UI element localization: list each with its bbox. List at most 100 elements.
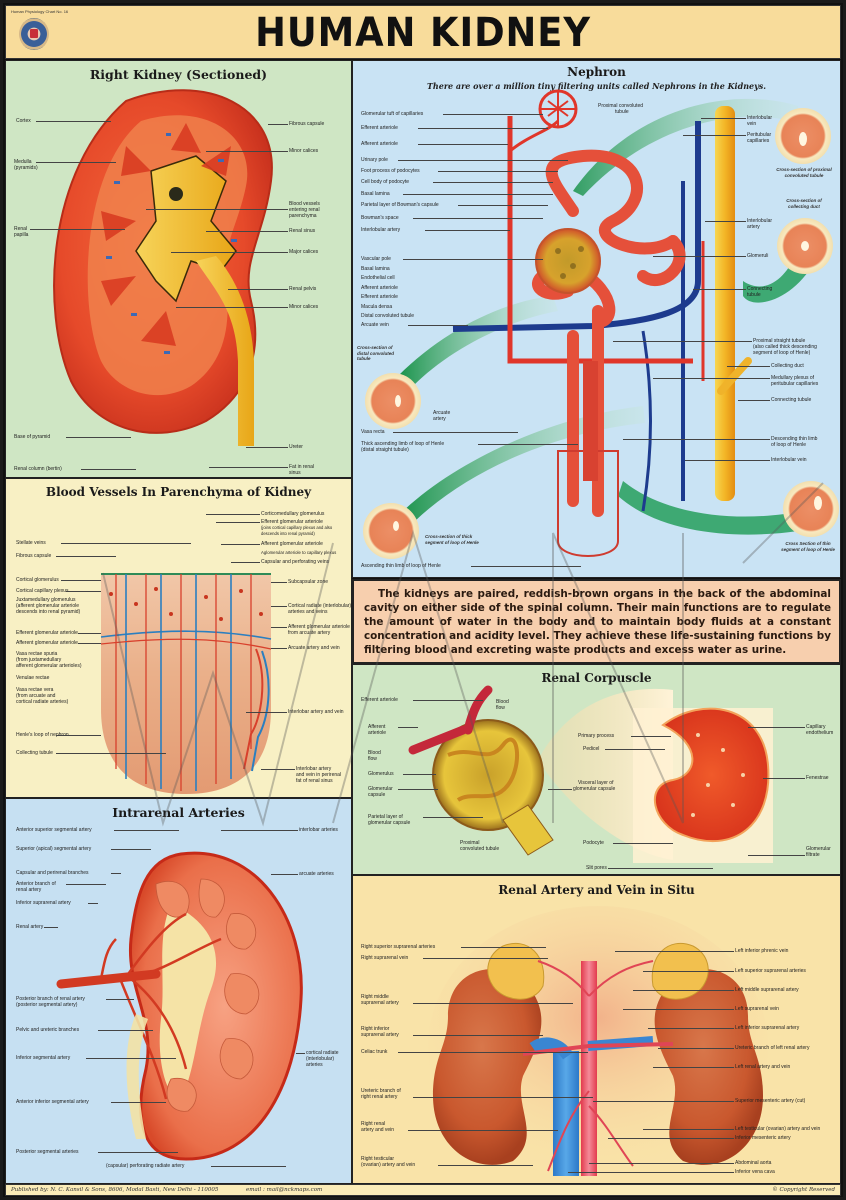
label-anterior-branch: Anterior branch of — [16, 881, 56, 887]
label-collecting-tubule: Collecting tubule — [16, 750, 53, 756]
leader-line — [748, 855, 805, 856]
panel-title: Renal Artery and Vein in Situ — [498, 883, 695, 897]
label-anterior-inferior-segmental: Anterior inferior segmental artery — [16, 1099, 89, 1105]
leader-line — [701, 118, 746, 119]
label-efferent-3: descends into renal pyramid) — [261, 531, 315, 536]
leader-line — [206, 231, 288, 232]
leader-line — [643, 1129, 734, 1130]
label-medulla: Medulla — [14, 159, 32, 165]
label-vasa-rectae-vera: Vasa rectae vera — [16, 687, 54, 693]
label-thick-ascending-limb: Thick ascending limb of loop of Henle — [361, 441, 445, 447]
leader-line — [623, 439, 770, 440]
label-aglomerular-arteriole: Aglomerular arteriole to capillary plexu… — [261, 550, 337, 555]
label-slit-pores: Slit pores — [586, 865, 607, 871]
label-afferent-from-arcuate-2: from arcuate artery — [288, 630, 331, 636]
label-collecting-duct: Collecting duct — [771, 363, 804, 369]
label-interlobar-artery-3: fat of renal sinus — [296, 778, 333, 784]
label-inferior-mesenteric-artery: Inferior mesenteric artery — [735, 1135, 791, 1141]
label-posterior-segmental: Posterior segmental arteries — [16, 1149, 79, 1155]
label-cortex: Cortex — [16, 118, 31, 124]
label-efferent-2: (joins cortical capillary plexus and als… — [261, 525, 333, 530]
leader-line — [78, 643, 101, 644]
label-bowmans-space: Bowman's space — [361, 215, 399, 221]
label-stellate-veins: Stellate veins — [16, 540, 46, 546]
leader-line — [271, 874, 298, 875]
label-afferent-arteriole: Afferent — [368, 724, 386, 730]
label-efferent-arteriole-2: Efferent arteriole — [361, 294, 398, 300]
label-descending-thin-limb: Descending thin limb — [771, 436, 818, 442]
label-posterior-branch-2: (posterior segmental artery) — [16, 1002, 78, 1008]
leader-line — [398, 1052, 588, 1053]
leader-line — [613, 341, 752, 342]
label-connecting-tubule: Connecting — [747, 286, 773, 292]
leader-line — [211, 1166, 286, 1167]
label-ascending-thin-limb: Ascending thin limb of loop of Henle — [361, 563, 441, 569]
leader-line — [111, 873, 121, 874]
anatomy-poster: Human Physiology Chart No. 16 HUMAN KIDN… — [3, 3, 843, 1197]
label-proximal-straight-tubule-2: (also called thick descending — [753, 344, 817, 350]
panel-blood-vessels-parenchyma: Blood Vessels In Parenchyma of Kidney — [5, 478, 352, 798]
label-blood-flow-2: flow — [368, 756, 377, 762]
label-inferior-segmental: Inferior segmental artery — [16, 1055, 71, 1061]
label-minor-calices: Minor calices — [289, 148, 319, 154]
leader-line — [593, 1101, 734, 1102]
label-vasa-recta: Vasa recta — [361, 429, 385, 435]
label-right-testicular-2: (ovarian) artery and vein — [361, 1162, 416, 1168]
label-afferent-glomerular-arteriole: Afferent glomerular arteriole — [16, 640, 78, 646]
panel-title: Right Kidney (Sectioned) — [89, 67, 268, 82]
renal-vessels-in-situ-illustration — [428, 906, 768, 1183]
leader-line — [398, 160, 568, 161]
leader-line — [44, 927, 58, 928]
label-left-inferior-suprarenal-artery: Left inferior suprarenal artery — [735, 1025, 800, 1031]
label-glomerular-filtrate-2: filtrate — [806, 852, 820, 858]
label-peritubular-capillaries-2: capillaries — [747, 138, 770, 144]
label-right-suprarenal-vein: Right suprarenal vein — [361, 955, 409, 961]
leader-line — [228, 289, 288, 290]
leader-line — [413, 1035, 543, 1036]
label-medulla-sub: (pyramids) — [14, 165, 38, 171]
panel-title: Blood Vessels In Parenchyma of Kidney — [45, 485, 312, 499]
label-right-middle-suprarenal-2: suprarenal artery — [361, 1000, 399, 1006]
leader-line — [623, 1009, 734, 1010]
label-macula-densa: Macula densa — [361, 304, 393, 310]
label-urinary-pole: Urinary pole — [361, 157, 388, 163]
label-medullary-plexus-2: peritubular capillaries — [771, 381, 819, 387]
caption-thick-loop-cross-section: Cross-section of thick segment of loop o… — [425, 534, 479, 545]
label-corticomedullary-glomerulus: Corticomedullary glomerulus — [261, 511, 325, 517]
leader-line — [176, 307, 288, 308]
leader-line — [693, 289, 746, 290]
leader-line — [271, 648, 287, 649]
leader-line — [458, 205, 548, 206]
label-arcuate-artery: Arcuate — [433, 410, 451, 416]
label-ureteric-branch-right-2: right renal artery — [361, 1094, 398, 1100]
label-subcapsular-zone: Subcapsular zone — [288, 579, 329, 585]
label-primary-process: Primary process — [578, 733, 615, 739]
label-fat-in-renal-sinus-2: sinus — [289, 470, 301, 476]
label-venulae-rectae: Venulae rectae — [16, 675, 50, 681]
chart-number: Human Physiology Chart No. 16 — [11, 9, 69, 14]
label-juxtamedullary-2: (afferent glomerular arteriole — [16, 603, 79, 609]
label-right-inferior-suprarenal-2: suprarenal artery — [361, 1032, 399, 1038]
label-blood-vessels-3: parenchyma — [289, 213, 317, 219]
leader-line — [608, 868, 713, 869]
leader-line — [589, 1163, 734, 1164]
label-interlobular-vein: Interlobular — [747, 115, 773, 121]
copyright-notice: © Copyright Reserved — [772, 1187, 835, 1193]
leader-line — [425, 230, 510, 231]
label-capsular-perirenal: Capsular and perirenal branches — [16, 870, 89, 876]
label-capillary-endothelium-2: endothelium — [806, 730, 834, 736]
panel-title: Renal Corpuscle — [541, 671, 652, 685]
leader-line — [548, 789, 572, 790]
label-capsular-perforating-veins: Capsular and perforating veins — [261, 559, 330, 565]
label-parietal-layer: Parietal layer of Bowman's capsule — [361, 202, 439, 208]
label-interlobular-artery: Interlobular — [747, 218, 773, 224]
leader-line — [438, 1165, 533, 1166]
leader-line — [433, 182, 553, 183]
label-celiac-trunk: Celiac trunk — [361, 1049, 388, 1055]
label-right-middle-suprarenal: Right middle — [361, 994, 389, 1000]
label-anterior-superior-segmental: Anterior superior segmental artery — [16, 827, 92, 833]
panel-right-kidney-sectioned: Right Kidney (Sectioned) — [5, 60, 352, 478]
leader-line — [261, 769, 295, 770]
leader-line — [146, 209, 288, 210]
leader-line — [209, 467, 288, 468]
